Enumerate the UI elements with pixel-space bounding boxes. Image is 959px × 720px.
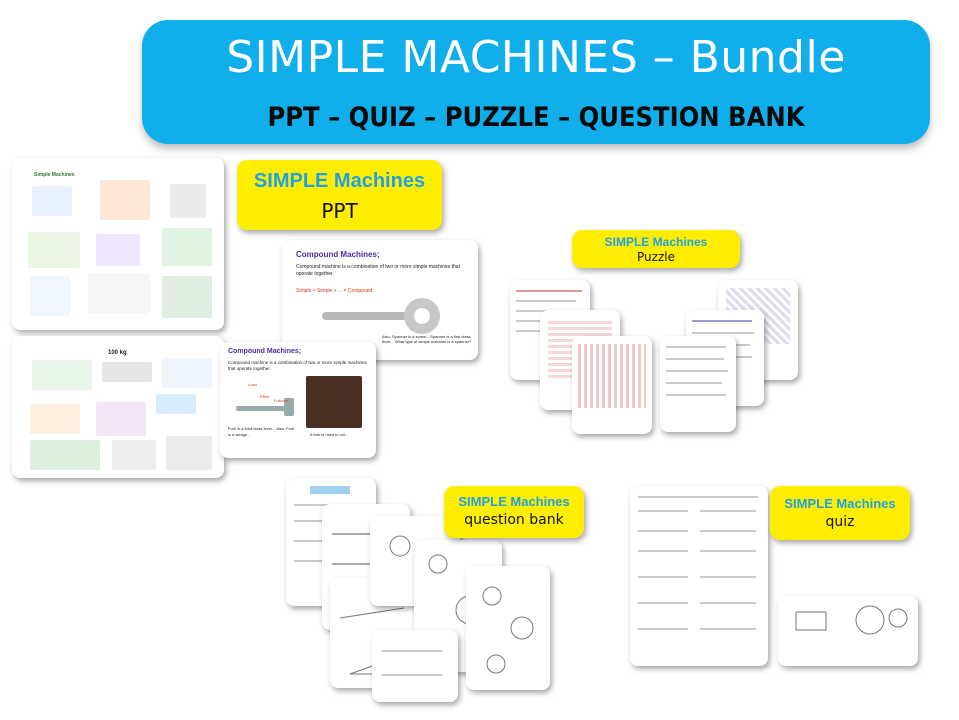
label-ppt-sub: PPT xyxy=(321,199,358,223)
puzzle-sheet-6 xyxy=(660,336,736,432)
label-quiz-title: SIMPLE Machines xyxy=(784,496,896,511)
overview-heading: Simple Machines xyxy=(34,172,75,178)
label-puzzle-sub: Puzzle xyxy=(637,250,675,264)
label-puzzle-title: SIMPLE Machines xyxy=(604,235,708,249)
banner-title: SIMPLE MACHINES – Bundle xyxy=(226,32,846,83)
banner-subtitle: PPT – QUIZ – PUZZLE – QUESTION BANK xyxy=(267,102,805,133)
overview-slide-2: 100 kg xyxy=(12,336,224,478)
quiz-sheet-2 xyxy=(778,596,918,666)
ppt-slide-compound-fork: Compound Machines; Compound machine is a… xyxy=(220,342,376,458)
label-qbank-title: SIMPLE Machines xyxy=(458,494,570,509)
ppt-slide-compound-spanner: Compound Machines; Compound machine is a… xyxy=(282,240,478,360)
label-quiz-sub: quiz xyxy=(825,514,855,530)
overview-slide-1: Simple Machines xyxy=(12,158,224,330)
slide-body: Compound machine is a combination of two… xyxy=(228,360,367,371)
slide-caption: Also, Spanner is a screw... Spanner is a… xyxy=(382,334,472,344)
slide-body: Compound machine is a combination of two… xyxy=(296,264,460,277)
photo-cutting xyxy=(306,376,362,428)
fork-caption: Fork is a third class lever... Also, For… xyxy=(228,426,295,437)
fork-label-load: Load xyxy=(248,382,257,387)
overview-weight: 100 kg xyxy=(108,350,127,356)
label-qbank-sub: question bank xyxy=(464,512,564,528)
title-banner: SIMPLE MACHINES – Bundle PPT – QUIZ – PU… xyxy=(142,20,930,144)
label-quiz: SIMPLE Machines quiz xyxy=(770,486,910,540)
label-ppt-title: SIMPLE Machines xyxy=(253,170,426,192)
fork-label-fulcrum: Fulcrum xyxy=(274,398,289,403)
qbank-sheet-6 xyxy=(466,566,550,690)
puzzle-sheet-3 xyxy=(572,336,652,434)
label-puzzle: SIMPLE Machines Puzzle xyxy=(572,230,740,268)
fork-icon xyxy=(236,398,294,416)
label-ppt: SIMPLE Machines PPT xyxy=(237,160,442,230)
slide-heading: Compound Machines; xyxy=(296,250,380,259)
label-question-bank: SIMPLE Machines question bank xyxy=(444,486,584,538)
spanner-icon xyxy=(322,298,440,334)
knife-caption: A fork is used to cut... xyxy=(310,432,349,437)
qbank-sheet-7 xyxy=(372,630,458,702)
slide-equation: Simple + Simple + ... = Compound xyxy=(296,288,373,294)
fork-label-effort: Effort xyxy=(260,394,270,399)
slide-heading: Compound Machines; xyxy=(228,348,302,355)
quiz-sheet xyxy=(630,486,768,666)
